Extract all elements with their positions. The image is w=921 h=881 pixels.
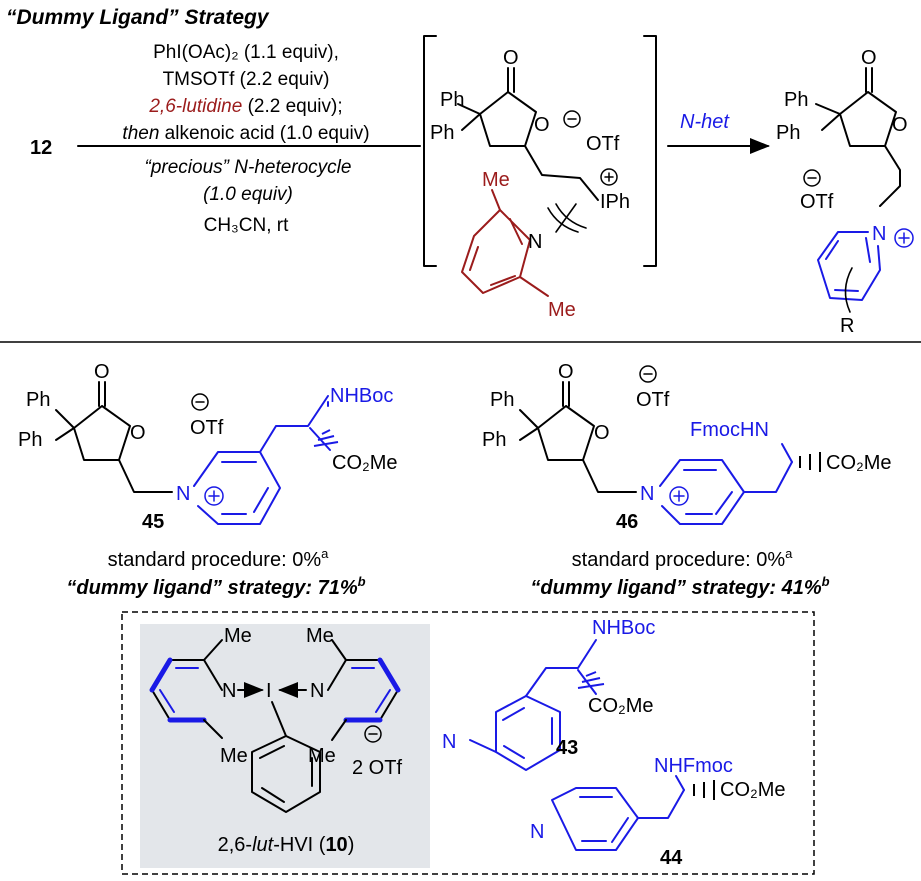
svg-text:NHFmoc: NHFmoc [654,755,733,777]
svg-text:NHBoc: NHBoc [592,617,655,639]
c45-standard-yield: standard procedure: 0%a [108,546,329,571]
svg-text:Me: Me [482,169,510,191]
svg-text:CO₂Me: CO₂Me [826,452,892,474]
svg-text:N: N [872,223,886,245]
product-structure: O Ph Ph O OTf N R [776,47,914,337]
svg-text:FmocHN: FmocHN [690,419,769,441]
intermediate-structure: O Ph Ph O IPh OTf Me N Me [430,47,630,321]
compound-43: N NHBoc CO₂Me 43 [442,617,655,771]
condition-line-1: PhI(OAc)₂ (1.1 equiv), [153,42,339,63]
svg-text:R: R [840,315,854,337]
svg-text:45: 45 [142,511,164,533]
svg-text:Ph: Ph [482,429,506,451]
svg-text:CO₂Me: CO₂Me [720,779,786,801]
svg-text:O: O [892,114,908,136]
compound-46: O Ph Ph O OTf N FmocHN CO₂Me 46 [482,361,892,533]
svg-text:N: N [176,483,190,505]
svg-text:43: 43 [556,737,578,759]
svg-text:Ph: Ph [430,122,454,144]
reagent-box [121,611,815,875]
svg-text:O: O [534,114,550,136]
svg-text:44: 44 [660,847,683,869]
svg-text:N: N [442,731,456,753]
svg-text:N: N [310,680,324,702]
c46-standard-yield: standard procedure: 0%a [572,546,793,571]
compound-45: O Ph Ph O OTf N NHBoc CO₂Me 45 [18,361,398,533]
svg-text:N: N [528,231,542,253]
svg-text:Ph: Ph [784,89,808,111]
svg-text:N: N [530,821,544,843]
svg-text:CO₂Me: CO₂Me [588,695,654,717]
svg-text:Ph: Ph [18,429,42,451]
start-compound-label: 12 [30,137,52,159]
reagent-10-structure: N Me Me I N Me Me 2 OTf 2,6-lut-HVI (10) [149,625,402,856]
svg-text:CO₂Me: CO₂Me [332,452,398,474]
condition-line-3: 2,6-lutidine (2.2 equiv); [148,96,342,117]
svg-text:OTf: OTf [636,389,670,411]
svg-text:O: O [94,361,110,383]
svg-text:O: O [558,361,574,383]
condition-line-7: CH₃CN, rt [204,215,290,236]
svg-text:IPh: IPh [600,191,630,213]
arrow-2-label: N-het [680,111,730,133]
svg-text:46: 46 [616,511,638,533]
svg-text:OTf: OTf [190,417,224,439]
svg-text:Ph: Ph [776,122,800,144]
scheme-title: “Dummy Ligand” Strategy [6,6,270,29]
svg-text:N: N [222,680,236,702]
svg-text:Me: Me [220,745,248,767]
svg-text:O: O [130,422,146,444]
condition-line-2: TMSOTf (2.2 equiv) [163,69,330,90]
svg-text:Ph: Ph [490,389,514,411]
condition-line-6: (1.0 equiv) [203,184,293,205]
svg-text:O: O [594,422,610,444]
right-bracket [643,35,657,267]
svg-text:O: O [861,47,877,69]
svg-text:Ph: Ph [26,389,50,411]
svg-text:Ph: Ph [440,89,464,111]
reaction-conditions: PhI(OAc)₂ (1.1 equiv), TMSOTf (2.2 equiv… [122,42,369,236]
svg-text:NHBoc: NHBoc [330,385,393,407]
svg-text:Me: Me [306,625,334,647]
svg-text:OTf: OTf [800,191,834,213]
svg-text:OTf: OTf [586,133,620,155]
c45-dummy-yield: “dummy ligand” strategy: 71%b [66,574,365,599]
svg-text:2 OTf: 2 OTf [352,757,402,779]
svg-text:O: O [503,47,519,69]
compound-44: N NHFmoc CO₂Me 44 [530,755,786,869]
reagent-10-name: 2,6-lut-HVI (10) [218,834,355,856]
condition-line-5: “precious” N-heterocycle [145,157,352,178]
svg-text:I: I [266,680,272,702]
condition-line-4: then alkenoic acid (1.0 equiv) [122,123,369,144]
left-bracket [423,35,437,267]
svg-text:N: N [640,483,654,505]
c46-dummy-yield: “dummy ligand” strategy: 41%b [530,574,829,599]
svg-text:Me: Me [548,299,576,321]
svg-text:Me: Me [224,625,252,647]
